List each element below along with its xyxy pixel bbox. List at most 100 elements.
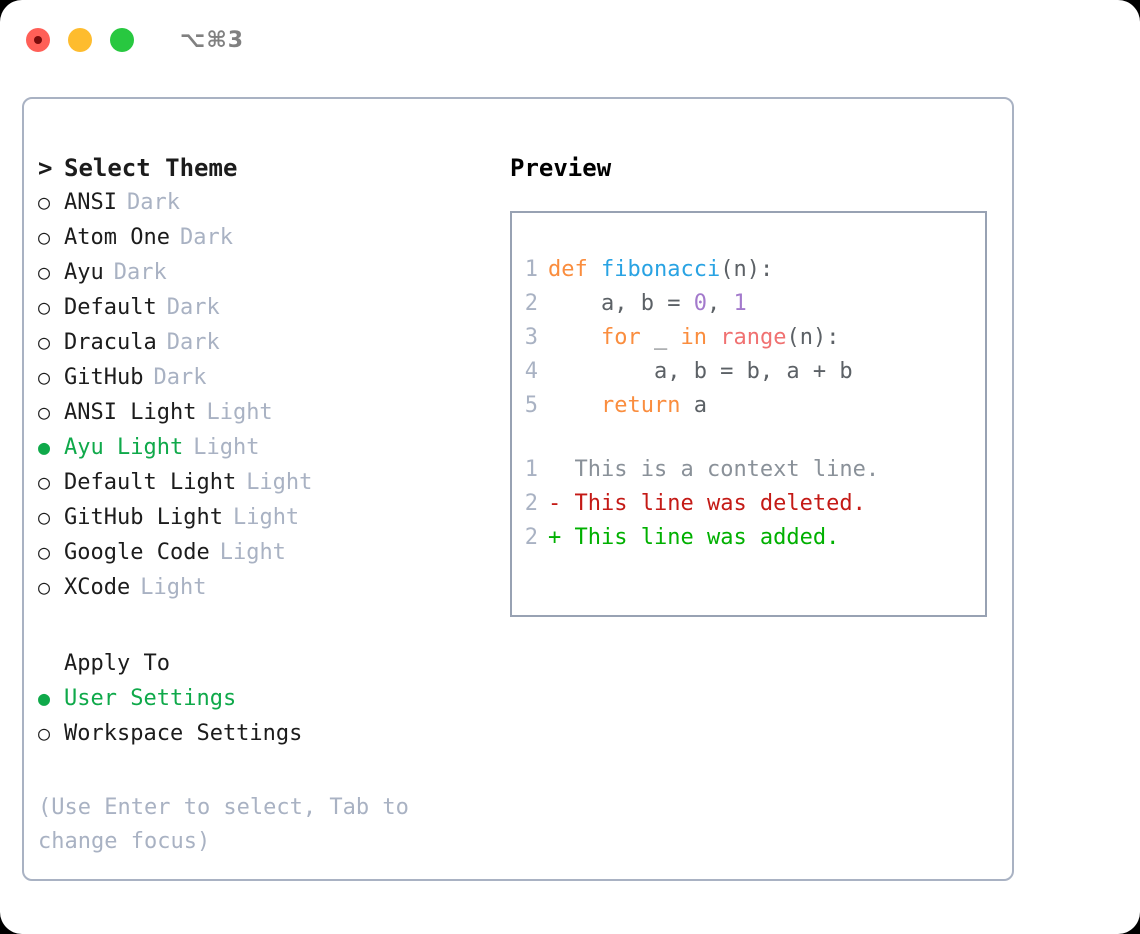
- radio-unselected-icon[interactable]: ○: [38, 400, 51, 424]
- diff-text: This line was added.: [574, 525, 840, 550]
- line-number: 5: [524, 393, 538, 418]
- caret-icon: >: [38, 154, 53, 182]
- theme-name: ANSI: [64, 190, 117, 215]
- theme-variant-badge: Dark: [166, 330, 220, 355]
- diff-line: 1 This is a context line.: [512, 453, 985, 487]
- radio-unselected-icon[interactable]: ○: [38, 721, 51, 745]
- code-text: for _ in range(n):: [548, 321, 839, 355]
- theme-name: GitHub: [64, 365, 144, 390]
- radio-selected-icon[interactable]: ●: [38, 435, 51, 459]
- radio-unselected-icon[interactable]: ○: [38, 365, 51, 389]
- theme-name: Ayu Light: [64, 435, 184, 460]
- token-num: 1: [733, 291, 747, 316]
- window-title: ⌥⌘3: [180, 27, 245, 53]
- theme-list-item[interactable]: ○ Default Dark: [38, 290, 494, 325]
- code-text: a, b = 0, 1: [548, 287, 747, 321]
- theme-list-item[interactable]: ○ GitHub Light Light: [38, 500, 494, 535]
- theme-name: GitHub Light: [64, 505, 223, 530]
- radio-unselected-icon[interactable]: ○: [38, 225, 51, 249]
- diff-line: 2- This line was deleted.: [512, 487, 985, 521]
- diff-text: This line was deleted.: [574, 491, 866, 516]
- keyboard-hint: (Use Enter to select, Tab to change focu…: [38, 795, 409, 854]
- spacer: [512, 423, 985, 453]
- theme-name: XCode: [64, 575, 131, 600]
- theme-variant-badge: Dark: [166, 295, 220, 320]
- code-line: 3 for _ in range(n):: [512, 321, 985, 355]
- theme-name: Google Code: [64, 540, 210, 565]
- radio-unselected-icon[interactable]: ○: [38, 470, 51, 494]
- theme-list-item[interactable]: ○ ANSI Light Light: [38, 395, 494, 430]
- radio-unselected-icon[interactable]: ○: [38, 330, 51, 354]
- theme-list-item[interactable]: ● Ayu Light Light: [38, 430, 494, 465]
- diff-gap: [561, 453, 574, 487]
- code-line: 5 return a: [512, 389, 985, 423]
- diff-gap: [561, 521, 574, 555]
- token-bi: range: [720, 325, 787, 350]
- diff-gap: [561, 487, 574, 521]
- code-text: def fibonacci(n):: [548, 253, 773, 287]
- code-text: return a: [548, 389, 707, 423]
- line-number: 2: [524, 525, 538, 550]
- line-number: 1: [524, 257, 538, 282]
- theme-list-item[interactable]: ○ Google Code Light: [38, 535, 494, 570]
- radio-unselected-icon[interactable]: ○: [38, 540, 51, 564]
- line-number: 3: [524, 325, 538, 350]
- radio-unselected-icon[interactable]: ○: [38, 505, 51, 529]
- code-line: 4 a, b = b, a + b: [512, 355, 985, 389]
- line-number: 2: [524, 491, 538, 516]
- title-bar: ⌥⌘3: [0, 0, 1140, 80]
- maximize-button[interactable]: [110, 28, 134, 52]
- diff-sign: +: [548, 525, 562, 550]
- theme-variant-badge: Light: [246, 470, 313, 495]
- line-number: 1: [524, 457, 538, 482]
- apply-to-item[interactable]: ○ Workspace Settings: [38, 716, 494, 751]
- radio-selected-icon[interactable]: ●: [38, 686, 51, 710]
- radio-unselected-icon[interactable]: ○: [38, 295, 51, 319]
- radio-unselected-icon[interactable]: ○: [38, 260, 51, 284]
- token-kw: in: [680, 325, 721, 350]
- theme-variant-badge: Dark: [153, 365, 207, 390]
- line-number: 2: [524, 291, 538, 316]
- minimize-button[interactable]: [68, 28, 92, 52]
- radio-unselected-icon[interactable]: ○: [38, 575, 51, 599]
- theme-variant-badge: Dark: [113, 260, 167, 285]
- close-button[interactable]: [26, 28, 50, 52]
- token-kw: def: [548, 257, 601, 282]
- theme-variant-badge: Light: [206, 400, 273, 425]
- token-pun: ,: [706, 291, 734, 316]
- preview-title: Preview: [510, 154, 612, 182]
- apply-to-label: Workspace Settings: [64, 721, 303, 746]
- theme-list-item[interactable]: ○ GitHub Dark: [38, 360, 494, 395]
- theme-variant-badge: Dark: [179, 225, 233, 250]
- radio-unselected-icon[interactable]: ○: [38, 190, 51, 214]
- theme-variant-badge: Light: [219, 540, 286, 565]
- token-var: a, b =: [548, 291, 694, 316]
- code-text: a, b = b, a + b: [548, 355, 853, 389]
- token-num: 0: [693, 291, 707, 316]
- apply-to-item[interactable]: ● User Settings: [38, 681, 494, 716]
- token-pun: (n):: [720, 257, 774, 282]
- theme-name: Default: [64, 295, 157, 320]
- token-fn: fibonacci: [600, 257, 721, 282]
- theme-name: ANSI Light: [64, 400, 197, 425]
- theme-name: Ayu: [64, 260, 104, 285]
- theme-variant-badge: Light: [232, 505, 300, 530]
- apply-to-label: User Settings: [64, 686, 237, 711]
- token-pun: (n):: [786, 325, 840, 350]
- code-line: 2 a, b = 0, 1: [512, 287, 985, 321]
- diff-text: This is a context line.: [574, 457, 880, 482]
- token-var: a: [693, 393, 707, 418]
- theme-variant-badge: Light: [193, 435, 260, 460]
- theme-list-item[interactable]: ○ Ayu Dark: [38, 255, 494, 290]
- token-var: a, b = b, a + b: [548, 359, 853, 384]
